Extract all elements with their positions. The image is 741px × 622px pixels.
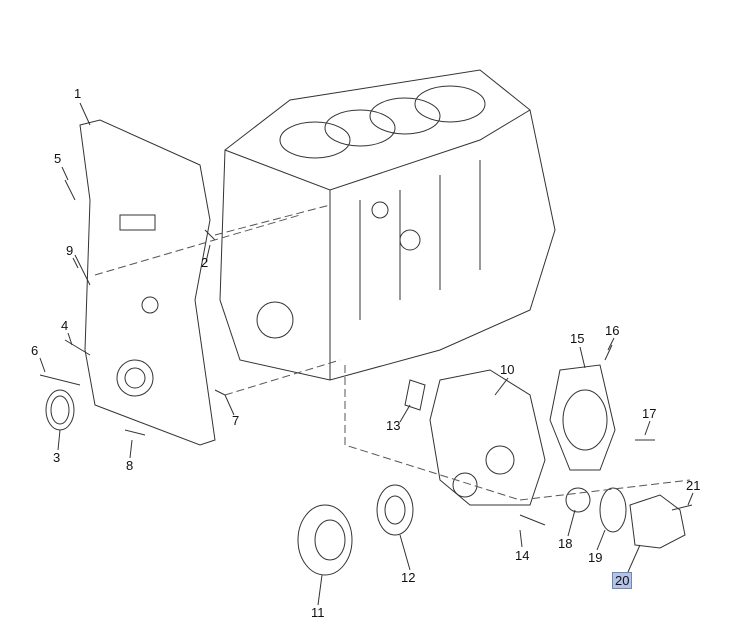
water-pump-housing: [404, 364, 616, 506]
callout-18[interactable]: 18: [558, 536, 573, 551]
callout-3[interactable]: 3: [53, 450, 61, 465]
callout-1[interactable]: 1: [74, 86, 82, 101]
callout-11[interactable]: 11: [311, 605, 325, 620]
callout-8[interactable]: 8: [126, 458, 134, 473]
leader-lines: [39, 102, 694, 606]
callout-9[interactable]: 9: [66, 243, 74, 258]
callout-21[interactable]: 21: [686, 478, 701, 493]
callout-13[interactable]: 13: [386, 418, 401, 433]
callout-19[interactable]: 19: [588, 550, 603, 565]
callout-12[interactable]: 12: [401, 570, 416, 585]
callout-16[interactable]: 16: [605, 323, 620, 338]
engine-block: [219, 69, 556, 381]
pulleys: [297, 484, 414, 576]
callout-10[interactable]: 10: [500, 362, 515, 377]
callout-17[interactable]: 17: [642, 406, 657, 421]
callout-20-highlighted[interactable]: 20: [612, 572, 633, 589]
timing-cover: [79, 119, 216, 446]
callout-7[interactable]: 7: [232, 413, 240, 428]
callout-6[interactable]: 6: [31, 343, 39, 358]
callout-2[interactable]: 2: [201, 255, 209, 270]
callout-14[interactable]: 14: [515, 548, 530, 563]
alignment-lines: [94, 204, 691, 501]
callout-4[interactable]: 4: [61, 318, 69, 333]
callout-15[interactable]: 15: [570, 331, 585, 346]
callout-5[interactable]: 5: [54, 151, 62, 166]
bolts: [39, 179, 693, 526]
